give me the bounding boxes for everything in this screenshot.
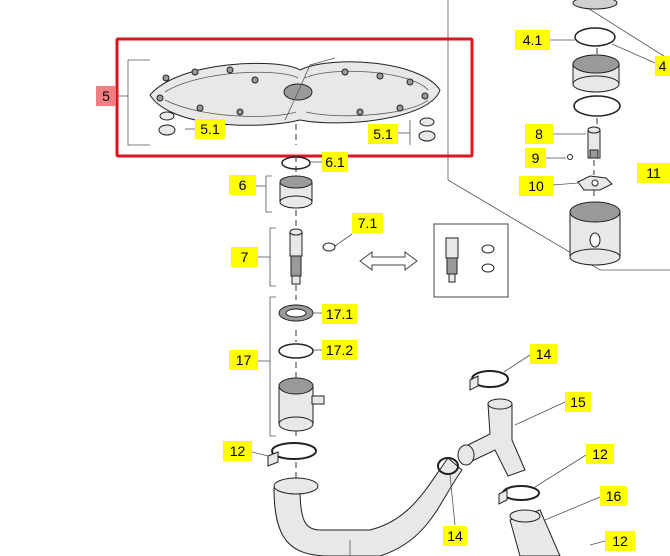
housing-11 (569, 201, 621, 266)
hose-16 (509, 509, 561, 556)
oring-4-1 (574, 27, 616, 47)
callout-14-top: 14 (530, 344, 557, 364)
clamp-14-bottom (437, 457, 459, 475)
callout-15: 15 (565, 392, 591, 412)
callout-11: 11 (637, 163, 670, 183)
callout-17: 17 (229, 350, 258, 370)
pin-9 (567, 154, 573, 160)
oring-6-1 (281, 156, 311, 170)
callout-7-1: 7.1 (352, 213, 383, 233)
callout-17-2: 17.2 (322, 340, 357, 360)
callout-10: 10 (519, 176, 553, 196)
disc-top-right (572, 0, 618, 10)
callout-5: 5 (96, 86, 116, 106)
clamp-14-top (469, 370, 509, 391)
hose (273, 457, 463, 556)
bracket-5 (127, 59, 150, 146)
double-arrow-icon (359, 251, 418, 271)
bearing-6 (279, 175, 313, 209)
right-subassembly-frame (447, 0, 670, 271)
callout-5-1-right: 5.1 (368, 124, 398, 144)
highlight-box (115, 37, 474, 158)
shaft-8 (587, 126, 601, 159)
shaft-7 (289, 228, 303, 285)
callout-6-1: 6.1 (322, 152, 348, 172)
clamp-12-left (267, 442, 317, 467)
oring-4-lower (573, 95, 621, 117)
callout-5-1-left: 5.1 (195, 119, 225, 139)
callout-6: 6 (229, 175, 256, 195)
alternate-shaft-inset (433, 223, 509, 298)
callout-9: 9 (525, 148, 546, 168)
callout-8: 8 (525, 124, 553, 144)
callout-17-1: 17.1 (322, 304, 357, 324)
bearing-4 (572, 54, 620, 93)
seal-17-1 (278, 304, 314, 322)
callout-12-left: 12 (223, 441, 252, 461)
oring-7-1 (322, 242, 336, 252)
oring-17-2 (278, 343, 314, 359)
washer-10 (577, 175, 613, 191)
callout-4: 4 (655, 56, 670, 76)
callout-12-bottom: 12 (605, 531, 635, 551)
t-connector-15 (457, 398, 526, 477)
callout-16: 16 (600, 486, 627, 506)
nozzle-5-1-right (418, 117, 436, 142)
callout-7: 7 (231, 247, 258, 267)
hub-17 (278, 377, 325, 432)
nozzle-5-1-left (158, 111, 176, 136)
callout-4-1: 4.1 (515, 30, 550, 50)
callout-12-right: 12 (586, 444, 614, 464)
clamp-12-right (498, 485, 540, 505)
spray-arm (149, 57, 441, 126)
callout-14-bottom: 14 (443, 526, 467, 546)
